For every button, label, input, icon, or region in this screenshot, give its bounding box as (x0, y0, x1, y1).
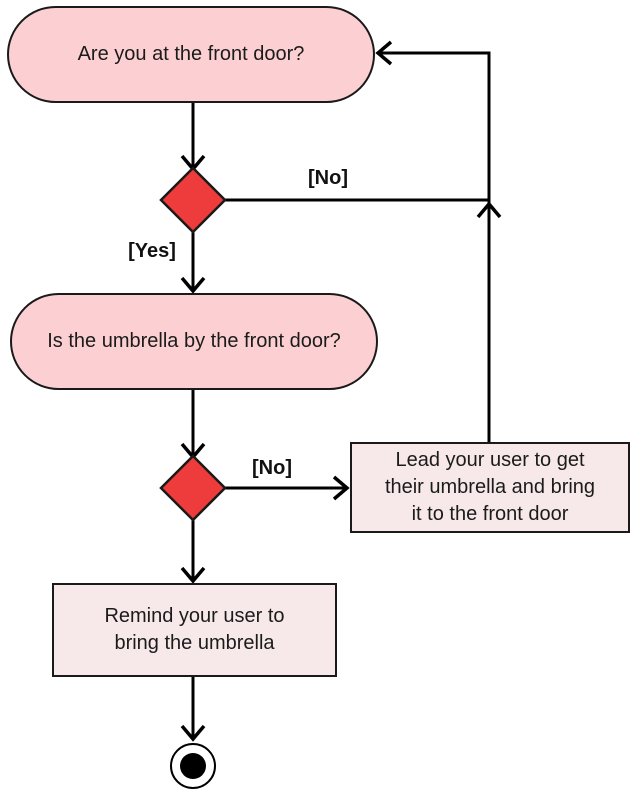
lead-action-line-2: their umbrella and bring (384, 476, 596, 498)
arrowhead-left-question1 (375, 40, 393, 66)
node-front-door-question: Are you at the front door? (7, 6, 375, 103)
arrowhead-down-remind (180, 566, 206, 584)
decision-diamond-front-door (159, 166, 227, 234)
node-remind-action: Remind your user to bring the umbrella (52, 583, 337, 677)
remind-action-line-1: Remind your user to (104, 605, 285, 627)
decision-diamond-umbrella (159, 454, 227, 522)
edge-label-yes-1: [Yes] (128, 240, 176, 262)
edge-label-no-1: [No] (308, 167, 348, 189)
arrowhead-up-merge (476, 201, 502, 219)
node-umbrella-question: Is the umbrella by the front door? (10, 293, 378, 390)
umbrella-question-label: Is the umbrella by the front door? (47, 330, 341, 352)
arrowhead-down-question2 (180, 276, 206, 294)
arrowhead-down-end (180, 724, 206, 742)
edge-label-no-2: [No] (252, 457, 292, 479)
lead-action-line-1: Lead your user to get (395, 449, 585, 471)
front-door-question-label: Are you at the front door? (77, 43, 305, 65)
remind-action-line-2: bring the umbrella (114, 632, 275, 654)
arrowhead-right-lead (332, 475, 350, 501)
final-state-dot-icon (180, 753, 206, 779)
lead-action-line-3: it to the front door (411, 503, 569, 525)
node-lead-action: Lead your user to get their umbrella and… (350, 442, 630, 533)
final-state-node (170, 743, 216, 789)
